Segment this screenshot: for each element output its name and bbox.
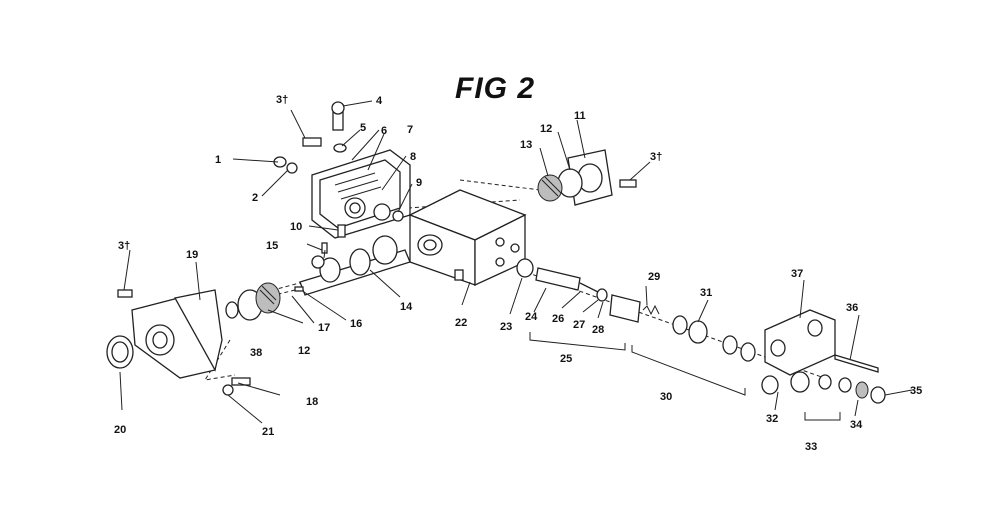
callout-28: 28 bbox=[592, 324, 604, 336]
plunger-assembly bbox=[516, 258, 756, 362]
callout-5: 5 bbox=[360, 122, 366, 134]
callout-37: 37 bbox=[791, 268, 803, 280]
callout-9: 9 bbox=[416, 177, 422, 189]
callout-26: 26 bbox=[552, 313, 564, 325]
callout-31: 31 bbox=[700, 287, 712, 299]
callout-33: 33 bbox=[805, 441, 817, 453]
callout-3-left: 3† bbox=[118, 240, 130, 252]
callout-10: 10 bbox=[290, 221, 302, 233]
callout-19: 19 bbox=[186, 249, 198, 261]
callout-6: 6 bbox=[381, 125, 387, 137]
callout-29: 29 bbox=[648, 271, 660, 283]
callout-14: 14 bbox=[400, 301, 413, 313]
callout-34: 34 bbox=[850, 419, 863, 431]
callout-36: 36 bbox=[846, 302, 858, 314]
callout-13: 13 bbox=[520, 139, 532, 151]
callout-21: 21 bbox=[262, 426, 274, 438]
group-bracket bbox=[529, 332, 841, 421]
top-cover-assembly bbox=[273, 101, 411, 239]
callout-3: 3† bbox=[276, 94, 288, 106]
callout-15: 15 bbox=[266, 240, 278, 252]
callout-12-lower: 12 bbox=[298, 345, 310, 357]
callout-4: 4 bbox=[376, 95, 383, 107]
callout-38: 38 bbox=[250, 347, 262, 359]
callout-16: 16 bbox=[350, 318, 362, 330]
callout-30: 30 bbox=[660, 391, 672, 403]
callout-12: 12 bbox=[540, 123, 552, 135]
callout-7: 7 bbox=[407, 124, 413, 136]
main-housing bbox=[408, 189, 527, 287]
callout-18: 18 bbox=[306, 396, 318, 408]
callout-17: 17 bbox=[318, 322, 330, 334]
callout-2: 2 bbox=[252, 192, 258, 204]
callout-22: 22 bbox=[455, 317, 467, 329]
callout-27: 27 bbox=[573, 319, 585, 331]
callout-25: 25 bbox=[560, 353, 572, 365]
leader-lines bbox=[119, 100, 913, 424]
callout-35: 35 bbox=[910, 385, 922, 397]
manifold-assembly bbox=[761, 309, 886, 404]
right-flange-assembly bbox=[537, 149, 637, 206]
callout-11: 11 bbox=[574, 110, 586, 122]
camshaft bbox=[294, 235, 411, 296]
callout-8: 8 bbox=[410, 151, 416, 163]
callout-3-right: 3† bbox=[650, 151, 662, 163]
callout-20: 20 bbox=[114, 424, 126, 436]
callout-24: 24 bbox=[525, 311, 538, 323]
callout-32: 32 bbox=[766, 413, 778, 425]
figure-title: FIG 2 bbox=[455, 72, 536, 105]
callout-23: 23 bbox=[500, 321, 512, 333]
callout-1: 1 bbox=[215, 154, 221, 166]
left-end-plate bbox=[106, 282, 281, 396]
